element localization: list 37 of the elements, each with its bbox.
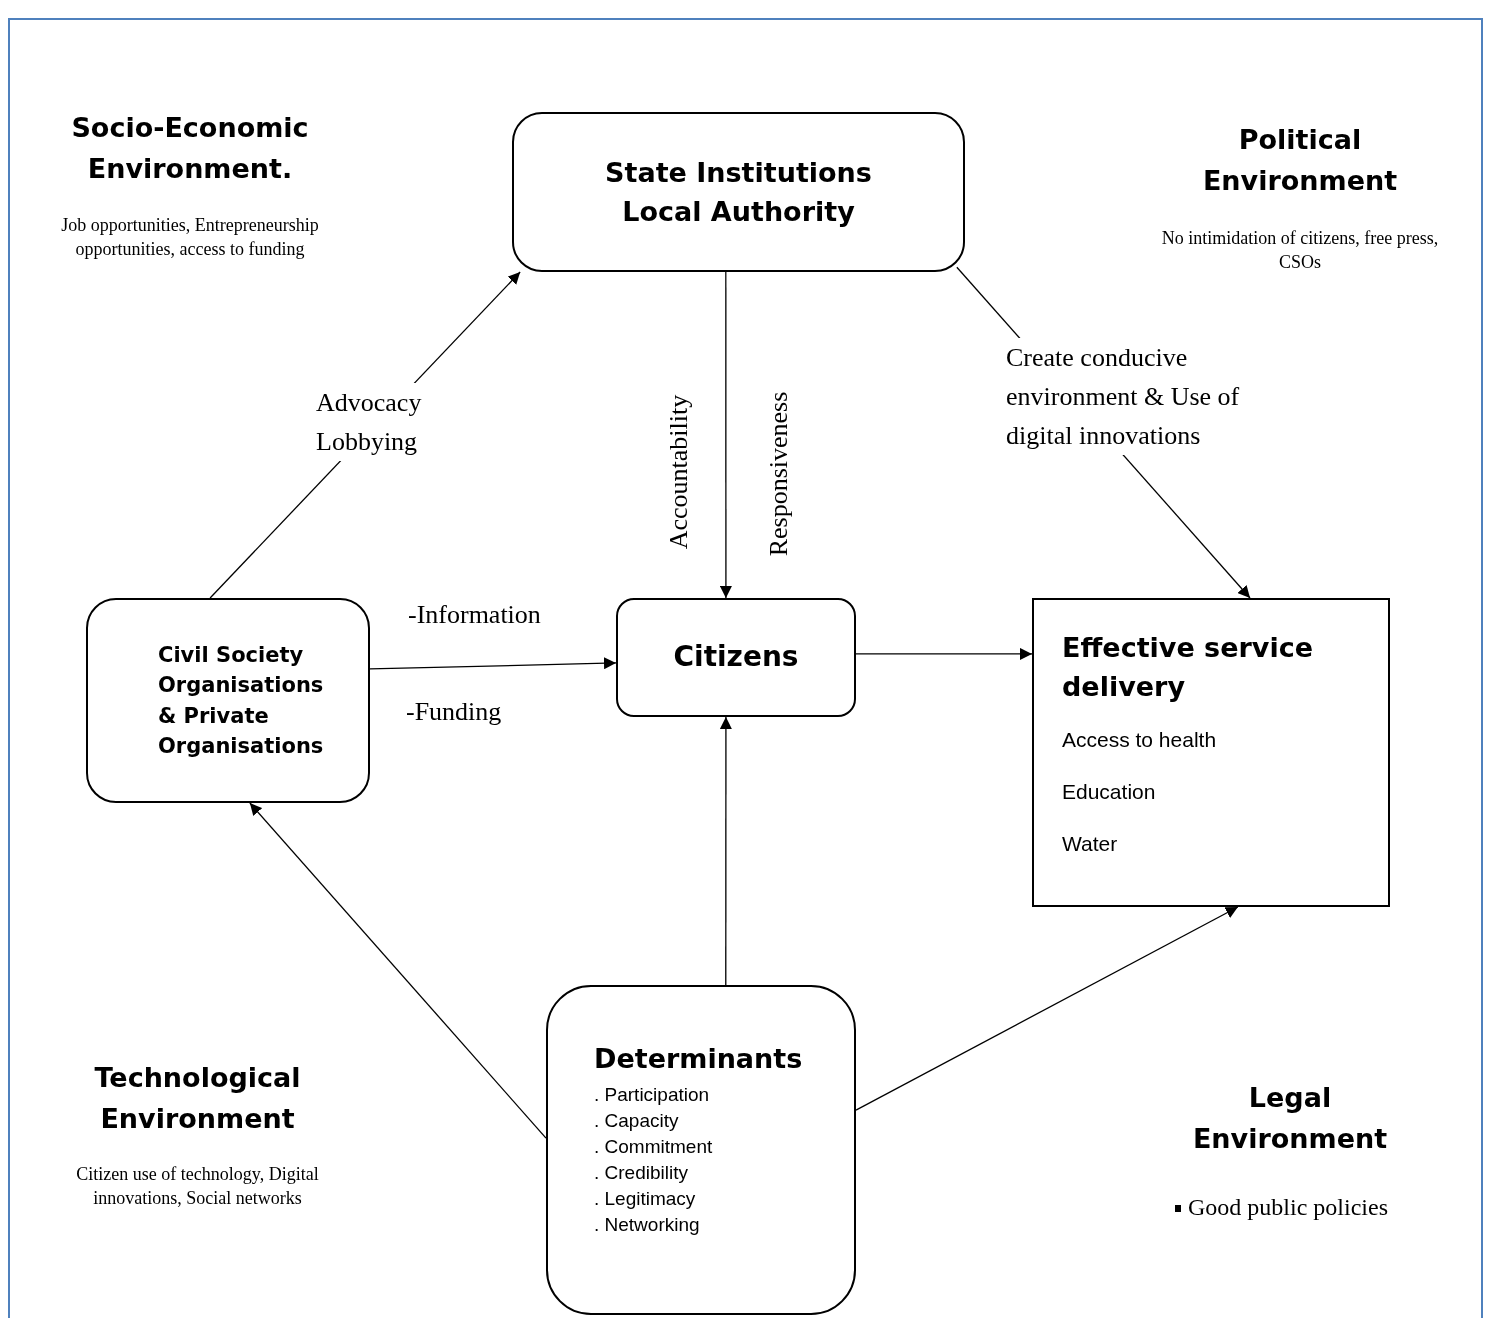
edge-text: Accountability — [664, 394, 694, 550]
node-heading: Determinants — [594, 1042, 803, 1076]
arrow — [249, 802, 547, 1139]
section-heading: Technological Environment — [93, 1061, 302, 1136]
note-text: No intimidation of citizens, free press, CSOs — [1160, 227, 1440, 275]
arrow — [369, 657, 617, 670]
rounded-box — [546, 985, 856, 1315]
node-heading: State Institutions Local Authority — [604, 155, 873, 229]
note-text: Job opportunities, Entrepreneurship opportunities, access to funding — [60, 214, 320, 262]
list-item: Access to health — [1062, 728, 1217, 753]
rounded-box — [86, 598, 370, 803]
list-item: . Capacity — [594, 1110, 679, 1133]
rounded-box — [512, 112, 965, 272]
arrow — [855, 906, 1239, 1111]
section-heading: Socio-Economic Environment. — [70, 111, 310, 186]
list-item: . Legitimacy — [594, 1188, 696, 1211]
note-text: -Information — [408, 599, 541, 631]
list-item: . Participation — [594, 1084, 710, 1107]
list-item: . Credibility — [594, 1162, 688, 1185]
section-heading: Legal Environment — [1191, 1081, 1389, 1156]
list-item: . Commitment — [594, 1136, 713, 1159]
arrow — [855, 647, 1033, 660]
list-item: Water — [1062, 832, 1118, 857]
note-text: -Funding — [406, 696, 502, 728]
arrow — [719, 716, 732, 986]
list-item: Education — [1062, 780, 1156, 805]
arrow — [719, 271, 732, 599]
node-heading: Effective service delivery — [1062, 631, 1314, 705]
rounded-box — [616, 598, 856, 717]
list-item: . Networking — [594, 1214, 700, 1237]
note-text: Good public policies — [1188, 1193, 1388, 1222]
section-heading: Political Environment — [1201, 123, 1399, 198]
edge-text: Responsiveness — [764, 391, 794, 557]
node-heading: Civil Society Organisations & Private Organisations — [158, 641, 325, 760]
process-box — [1032, 598, 1390, 907]
note-text: Citizen use of technology, Digital innovations, Social networks — [75, 1163, 320, 1211]
node-heading: Citizens — [673, 639, 799, 676]
